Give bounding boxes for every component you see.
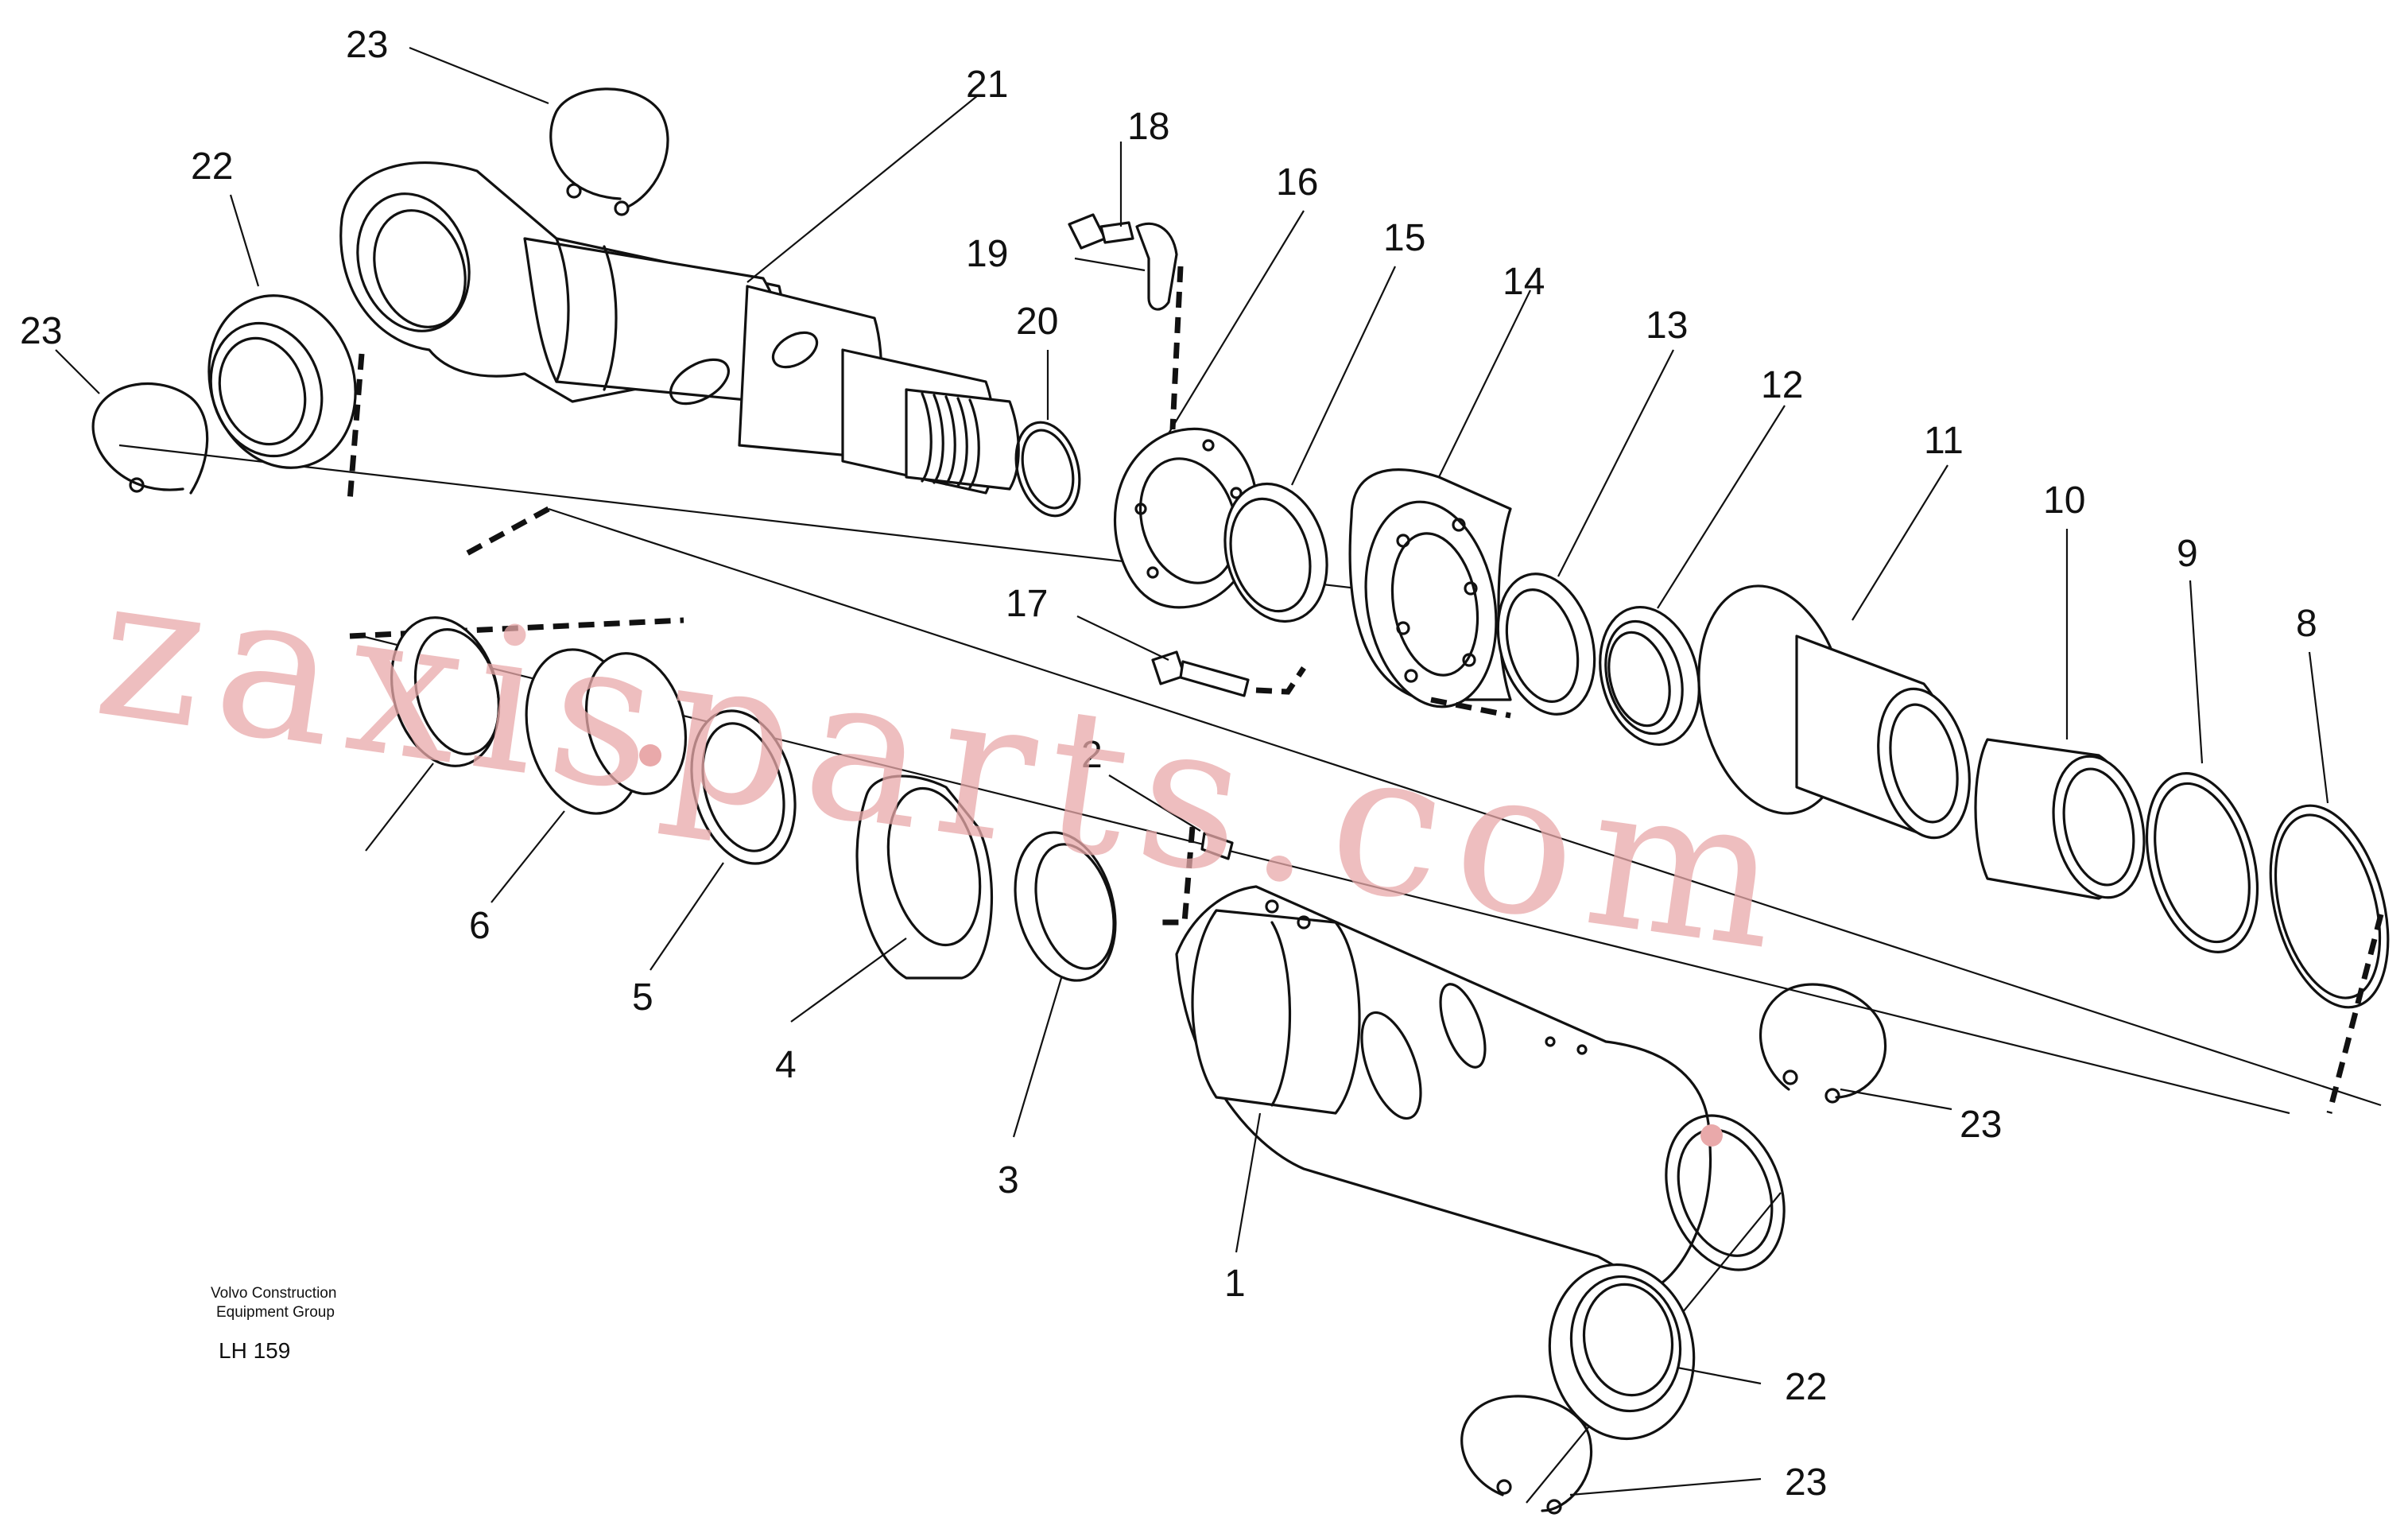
callout-1: 1 <box>1224 1263 1246 1305</box>
callout-22-top: 22 <box>191 146 233 188</box>
drawing-code: LH 159 <box>219 1338 290 1363</box>
piston-rod-assembly <box>118 161 1495 606</box>
piston-parts <box>390 616 1234 982</box>
rod-thread <box>921 392 980 489</box>
bushing-10 <box>1974 738 2146 900</box>
spherical-bearing-upper <box>207 294 357 469</box>
callout-11: 11 <box>1924 420 1964 462</box>
circlip-upper-top <box>549 87 669 216</box>
spherical-bearing-lower <box>1548 1263 1696 1441</box>
bolt-18 <box>1068 213 1134 250</box>
seal-ring-15 <box>1223 482 1328 623</box>
guide-11 <box>1697 584 1971 840</box>
drawing-caption: Volvo Construction Equipment Group LH 15… <box>211 1285 336 1363</box>
callout-23-bottom: 23 <box>1785 1461 1827 1504</box>
callout-10: 10 <box>2043 479 2085 522</box>
callout-23-top: 23 <box>346 24 388 66</box>
callout-22-bottom: 22 <box>1785 1366 1827 1408</box>
callout-5: 5 <box>632 976 653 1019</box>
wiper-13 <box>1496 572 1596 716</box>
callout-23-right: 23 <box>1960 1104 2002 1146</box>
circlip-lower-bottom <box>1460 1395 1593 1515</box>
callout-9: 9 <box>2177 533 2198 575</box>
callout-3: 3 <box>998 1159 1019 1201</box>
cylinder-head-14 <box>1348 468 1512 708</box>
callout-4: 4 <box>775 1044 797 1086</box>
callout-19: 19 <box>966 233 1008 275</box>
circlip-upper-left <box>91 382 209 495</box>
circlip-lower-right <box>1759 983 1887 1104</box>
ring-9 <box>2145 772 2259 953</box>
callout-21: 21 <box>966 64 1008 106</box>
callout-16: 16 <box>1276 161 1318 204</box>
callout-8: 8 <box>2296 603 2317 645</box>
o-ring-20 <box>1014 421 1081 518</box>
callout-13: 13 <box>1646 305 1688 347</box>
cylinder-tube-1 <box>1175 885 1786 1290</box>
callout-6: 6 <box>469 905 491 947</box>
callout-12: 12 <box>1761 364 1803 406</box>
callout-20: 20 <box>1016 301 1058 343</box>
callout-23-left: 23 <box>20 310 62 352</box>
callout-18: 18 <box>1127 106 1169 148</box>
leader-lines <box>55 46 2329 1496</box>
bolt-17 <box>1151 650 1250 697</box>
ring-8 <box>2269 804 2390 1009</box>
company-line-1: Volvo Construction <box>211 1285 336 1302</box>
company-line-2: Equipment Group <box>216 1304 335 1321</box>
callout-labels: 23 21 18 22 16 19 15 14 20 13 23 12 11 1… <box>20 24 2317 1504</box>
rod-seal-12 <box>1599 605 1700 747</box>
callout-15: 15 <box>1383 217 1425 259</box>
callout-2: 2 <box>1081 734 1103 776</box>
lock-plate-19 <box>1135 222 1178 311</box>
callout-14: 14 <box>1503 261 1545 303</box>
callout-17: 17 <box>1006 583 1048 625</box>
